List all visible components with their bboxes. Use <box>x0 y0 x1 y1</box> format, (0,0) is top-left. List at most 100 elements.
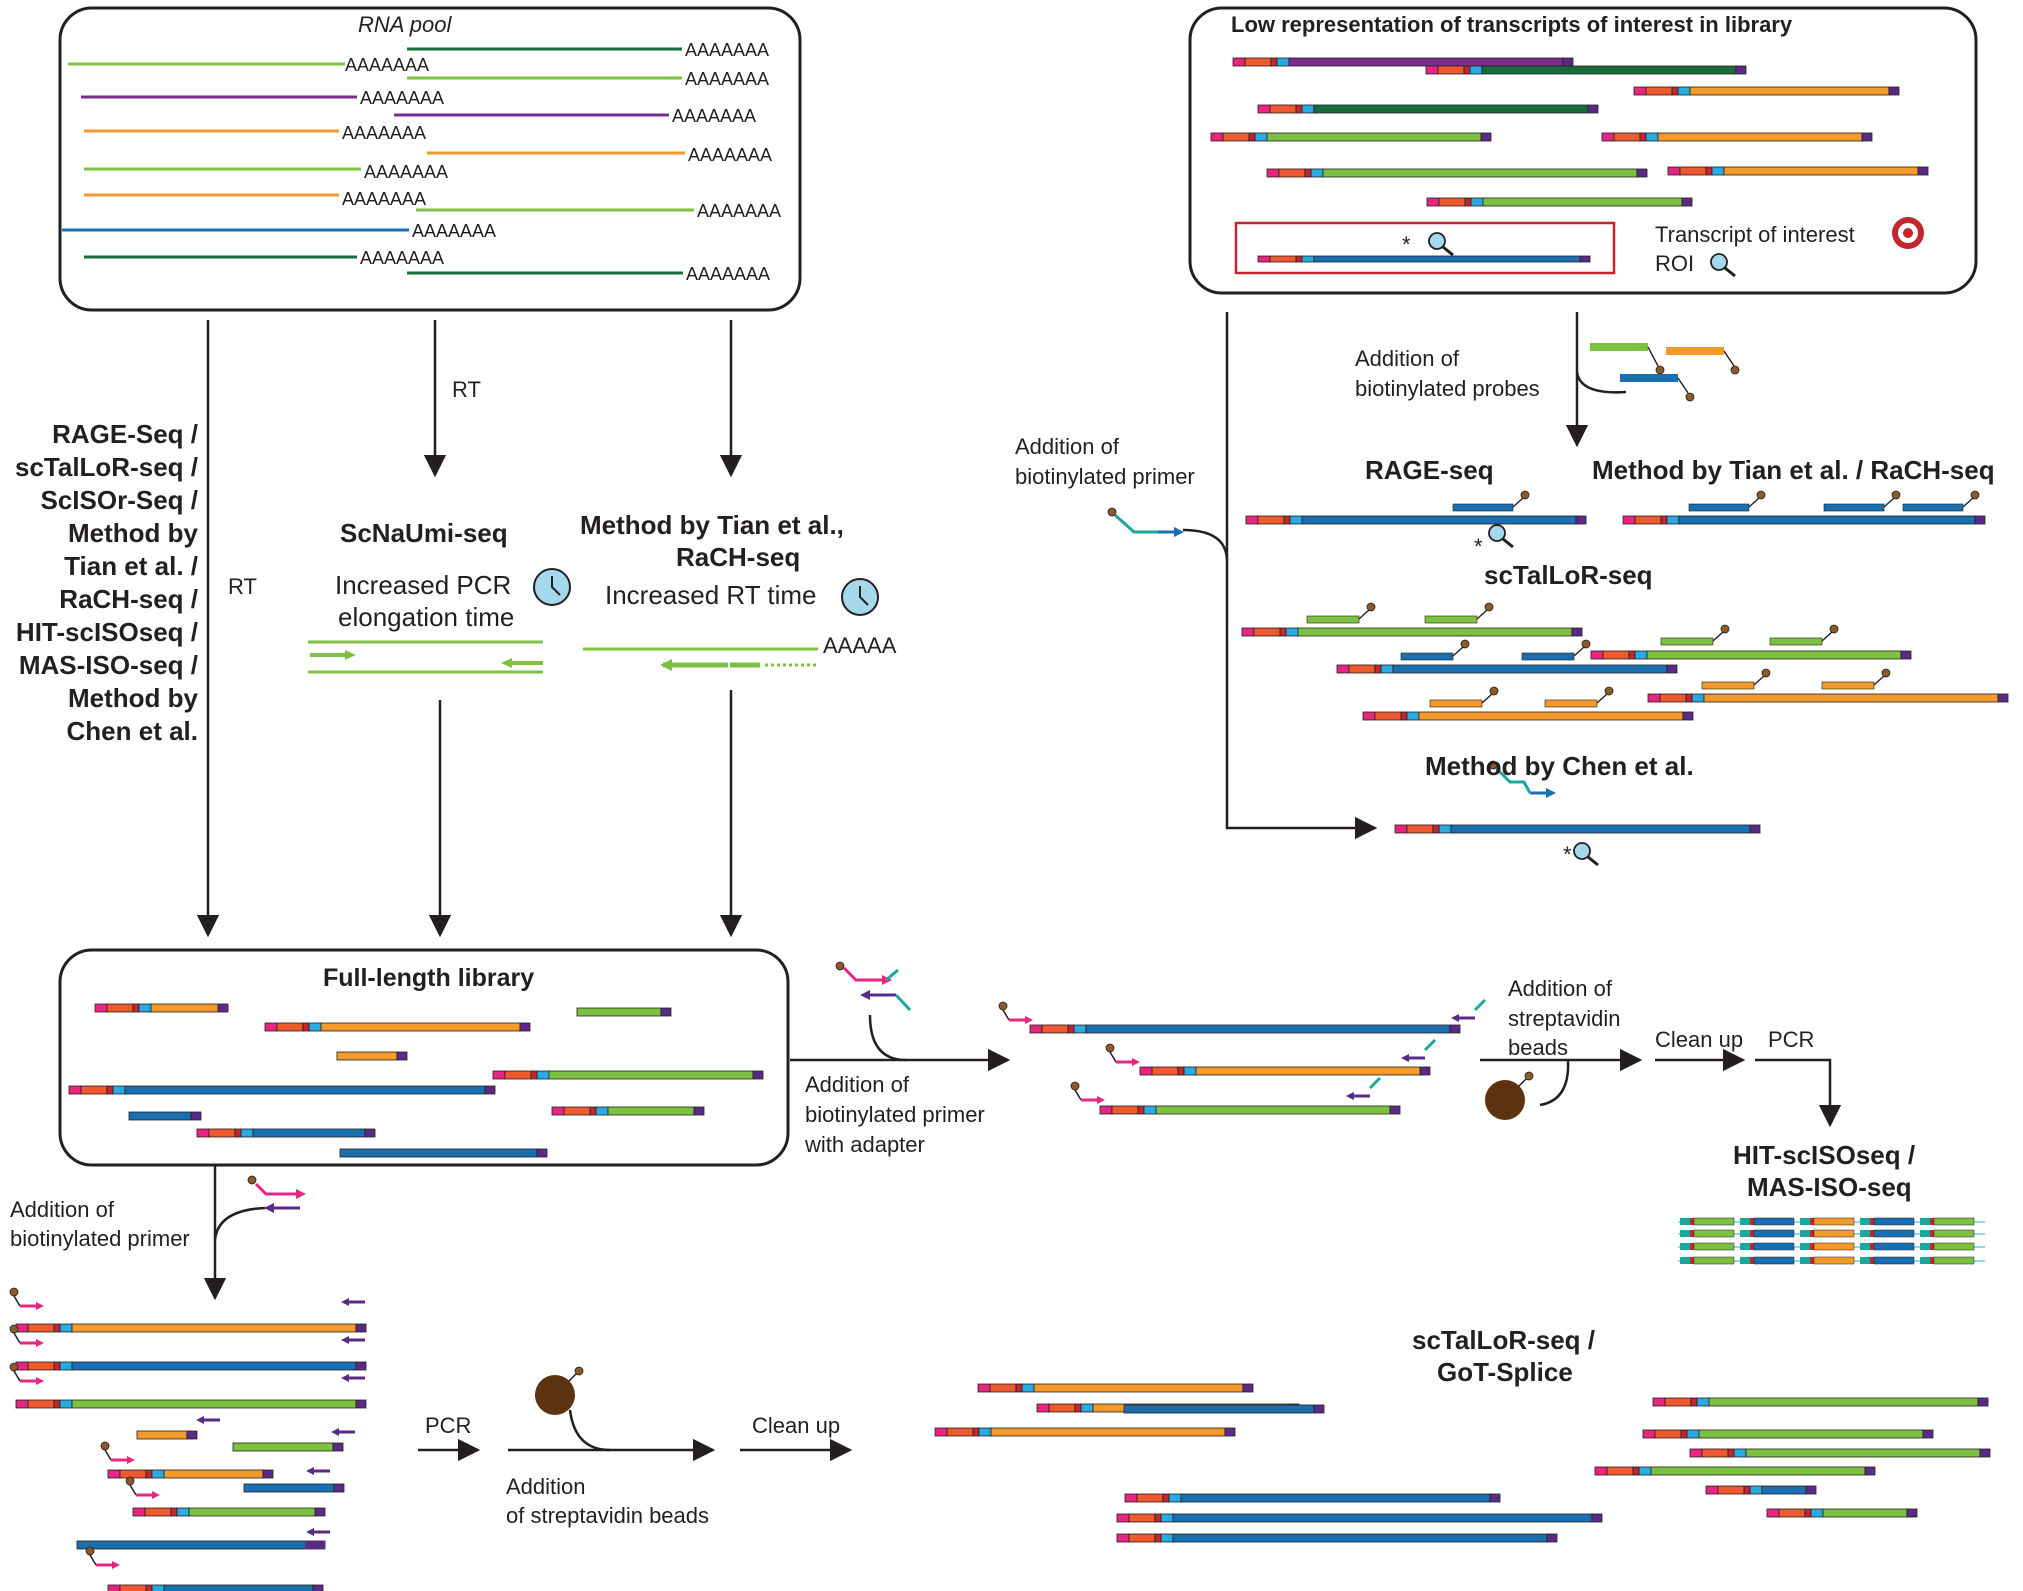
transcript-segment <box>59 1361 73 1371</box>
read-segment <box>1873 1229 1915 1238</box>
capture-arrow <box>1225 312 1378 840</box>
primer-head <box>36 1339 44 1347</box>
transcript-body <box>607 1106 695 1116</box>
transcript-end <box>186 1430 198 1440</box>
read-segment <box>1813 1242 1855 1251</box>
transcript-segment <box>144 1507 172 1517</box>
transcript-end <box>1997 693 2009 703</box>
transcript-segment <box>1348 664 1376 674</box>
transcript-segment <box>1711 166 1725 176</box>
read-segment <box>1690 1243 1694 1250</box>
transcript-segment <box>1432 824 1440 834</box>
transcript-end <box>314 1507 326 1517</box>
streptavidin-bead-icon <box>535 1375 575 1415</box>
biotin-icon <box>1581 639 1591 649</box>
transcript-segment <box>530 1070 538 1080</box>
transcript-segment <box>492 1070 506 1080</box>
primer <box>254 1182 300 1196</box>
transcript-end <box>217 1003 229 1013</box>
transcript-segment <box>1690 1397 1698 1407</box>
transcript-body <box>1481 65 1737 75</box>
transcript-segment <box>1594 1466 1608 1476</box>
read-segment <box>1933 1256 1975 1265</box>
transcript-segment <box>1210 132 1224 142</box>
biotin-icon <box>1105 1043 1115 1053</box>
transcript-segment <box>1691 693 1705 703</box>
transcript-segment <box>107 1469 121 1479</box>
polya-label: AAAAAAA <box>686 264 771 284</box>
transcript-segment <box>1241 627 1255 637</box>
read-segment <box>1740 1243 1750 1250</box>
read-segment <box>1800 1243 1810 1250</box>
transcript-segment <box>53 1399 61 1409</box>
transcript-body <box>1313 255 1581 263</box>
transcript-body <box>1646 650 1902 660</box>
primer-head <box>112 1561 120 1569</box>
transcript-body <box>71 1361 357 1371</box>
primer-linker <box>13 1332 21 1344</box>
transcript-segment <box>1073 1024 1087 1034</box>
magnifier-handle <box>1724 266 1736 278</box>
read-segment <box>1930 1230 1934 1237</box>
primer-head <box>296 1189 306 1199</box>
biotin-icon <box>1070 1081 1080 1091</box>
read-segment <box>1753 1242 1795 1251</box>
transcript-segment <box>1652 1397 1666 1407</box>
strep-label-3: beads <box>1508 1035 1568 1060</box>
transcript-segment <box>1183 1066 1197 1076</box>
primer-head <box>36 1302 44 1310</box>
primer-linker <box>13 1370 21 1382</box>
transcript-segment <box>1634 515 1662 525</box>
transcript-end <box>1389 1105 1401 1115</box>
transcript-body <box>1708 1397 1979 1407</box>
transcript-segment <box>1136 1493 1164 1503</box>
biotin-icon <box>1484 602 1494 612</box>
transcript-segment <box>264 1022 278 1032</box>
transcript-segment <box>1701 1448 1729 1458</box>
transcript-segment <box>1749 1485 1763 1495</box>
transcript-end <box>332 1442 344 1452</box>
transcript-segment <box>972 1427 980 1437</box>
bottom-result-1: scTalLoR-seq / <box>1412 1325 1596 1355</box>
transcript-segment <box>1336 664 1350 674</box>
transcript-end <box>1974 515 1986 525</box>
strep-label-2: streptavidin <box>1508 1006 1621 1031</box>
transcript-end <box>333 1483 345 1493</box>
probe-linker <box>1512 497 1524 508</box>
primer <box>842 966 886 982</box>
transcript-body <box>252 1128 366 1138</box>
transcript-body <box>1657 132 1863 142</box>
read-segment <box>1680 1230 1690 1237</box>
primer-head <box>1401 1054 1409 1062</box>
read-segment <box>1810 1230 1814 1237</box>
full-length-box <box>58 948 790 1167</box>
transcript-segment <box>1099 1105 1113 1115</box>
transcript-segment <box>1645 86 1673 96</box>
probe <box>1620 374 1678 382</box>
merge-curve <box>1182 528 1229 561</box>
probe-linker <box>1596 693 1608 704</box>
adapter-label-2: biotinylated primer <box>805 1102 985 1127</box>
probe <box>1429 699 1483 708</box>
transcript-segment <box>80 1085 108 1095</box>
read-segment <box>1813 1256 1855 1265</box>
read-segment <box>1800 1257 1810 1264</box>
transcript-segment <box>1671 86 1679 96</box>
read-segment <box>1753 1217 1795 1226</box>
transcript-body <box>1450 824 1751 834</box>
transcript-segment <box>1257 104 1271 114</box>
transcript-segment <box>27 1361 55 1371</box>
transcript-body <box>71 1323 357 1333</box>
biotin-icon <box>1881 668 1891 678</box>
transcript-segment <box>1647 693 1661 703</box>
transcript-segment <box>1151 1066 1179 1076</box>
adapter <box>1368 1076 1382 1090</box>
probe <box>1400 652 1454 661</box>
primer-head <box>306 1467 314 1475</box>
biotin-icon <box>247 1175 257 1185</box>
transcript-segment <box>1168 1493 1182 1503</box>
transcript-body <box>336 1051 398 1061</box>
transcript-segment <box>1469 65 1483 75</box>
biotin-icon <box>1685 392 1695 402</box>
probe-linker <box>1883 497 1895 508</box>
